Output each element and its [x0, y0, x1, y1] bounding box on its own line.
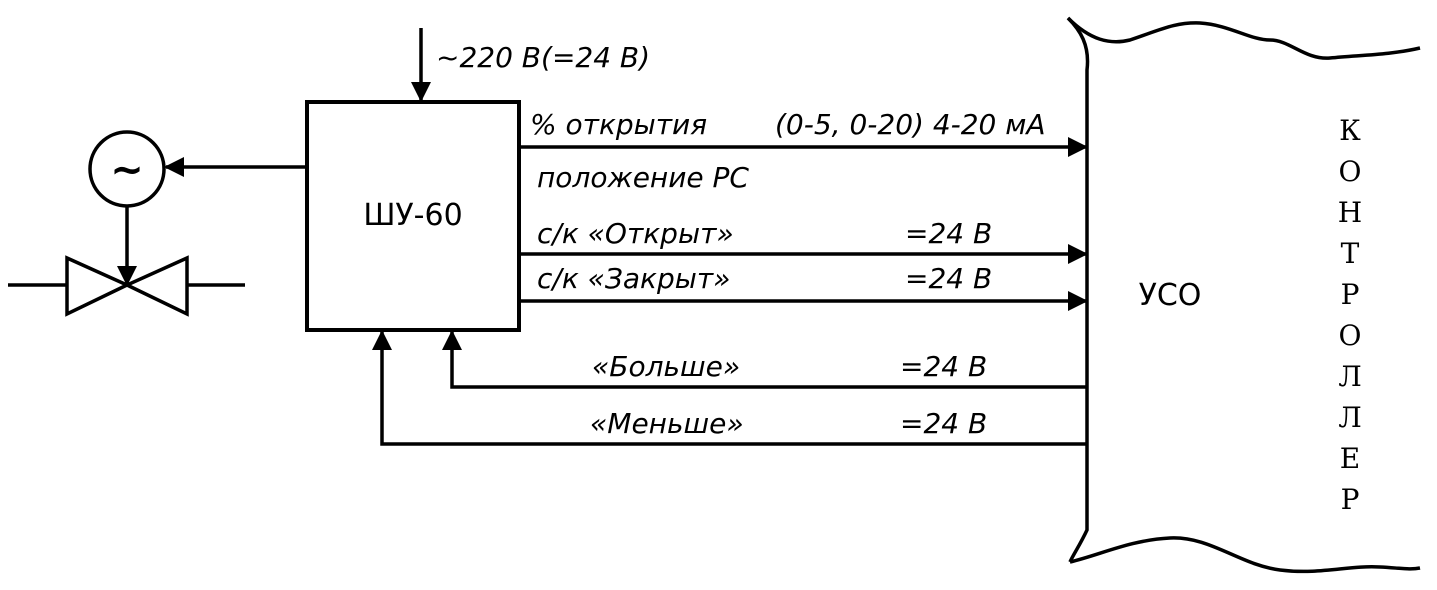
supply-label: ~220 В(=24 В): [436, 41, 650, 74]
more-voltage: =24 В: [900, 350, 987, 383]
shu60-label: ШУ-60: [363, 198, 462, 233]
less-label: «Меньше»: [590, 407, 744, 440]
opening-pct-label: % открытия: [530, 108, 707, 141]
less-voltage: =24 В: [900, 407, 987, 440]
sk-closed-label: с/к «Закрыт»: [537, 262, 730, 295]
uso-label: УСО: [1139, 278, 1202, 313]
motor-symbol: ~: [110, 147, 144, 193]
more-label: «Больше»: [592, 350, 740, 383]
controller-label-letter: Л: [1338, 401, 1361, 434]
controller-top-edge: [1066, 16, 1421, 60]
controller-left-edge: [1066, 16, 1090, 563]
controller-label-letter: Р: [1341, 483, 1360, 516]
more-command-line: [442, 330, 1086, 389]
controller-label-letter: К: [1339, 114, 1361, 147]
range-label: (0-5, 0-20) 4-20 мА: [775, 108, 1046, 141]
controller-label-letter: Н: [1338, 196, 1362, 229]
position-label: положение РС: [537, 161, 749, 194]
controller-label-letter: Л: [1338, 360, 1361, 393]
controller-bottom-edge: [1069, 536, 1421, 574]
controller-label-letter: Е: [1340, 442, 1360, 475]
valve-icon: [8, 255, 245, 317]
controller-label-letter: Т: [1341, 237, 1360, 270]
controller-label-letter: О: [1339, 319, 1362, 352]
controller-label-letter: О: [1339, 155, 1362, 188]
controller-label-letter: Р: [1341, 278, 1360, 311]
sk-open-voltage: =24 В: [905, 217, 992, 250]
sk-closed-voltage: =24 В: [905, 262, 992, 295]
shu60-block: [305, 100, 521, 332]
less-command-line: [372, 330, 1086, 446]
sk-open-label: с/к «Открыт»: [537, 217, 734, 250]
